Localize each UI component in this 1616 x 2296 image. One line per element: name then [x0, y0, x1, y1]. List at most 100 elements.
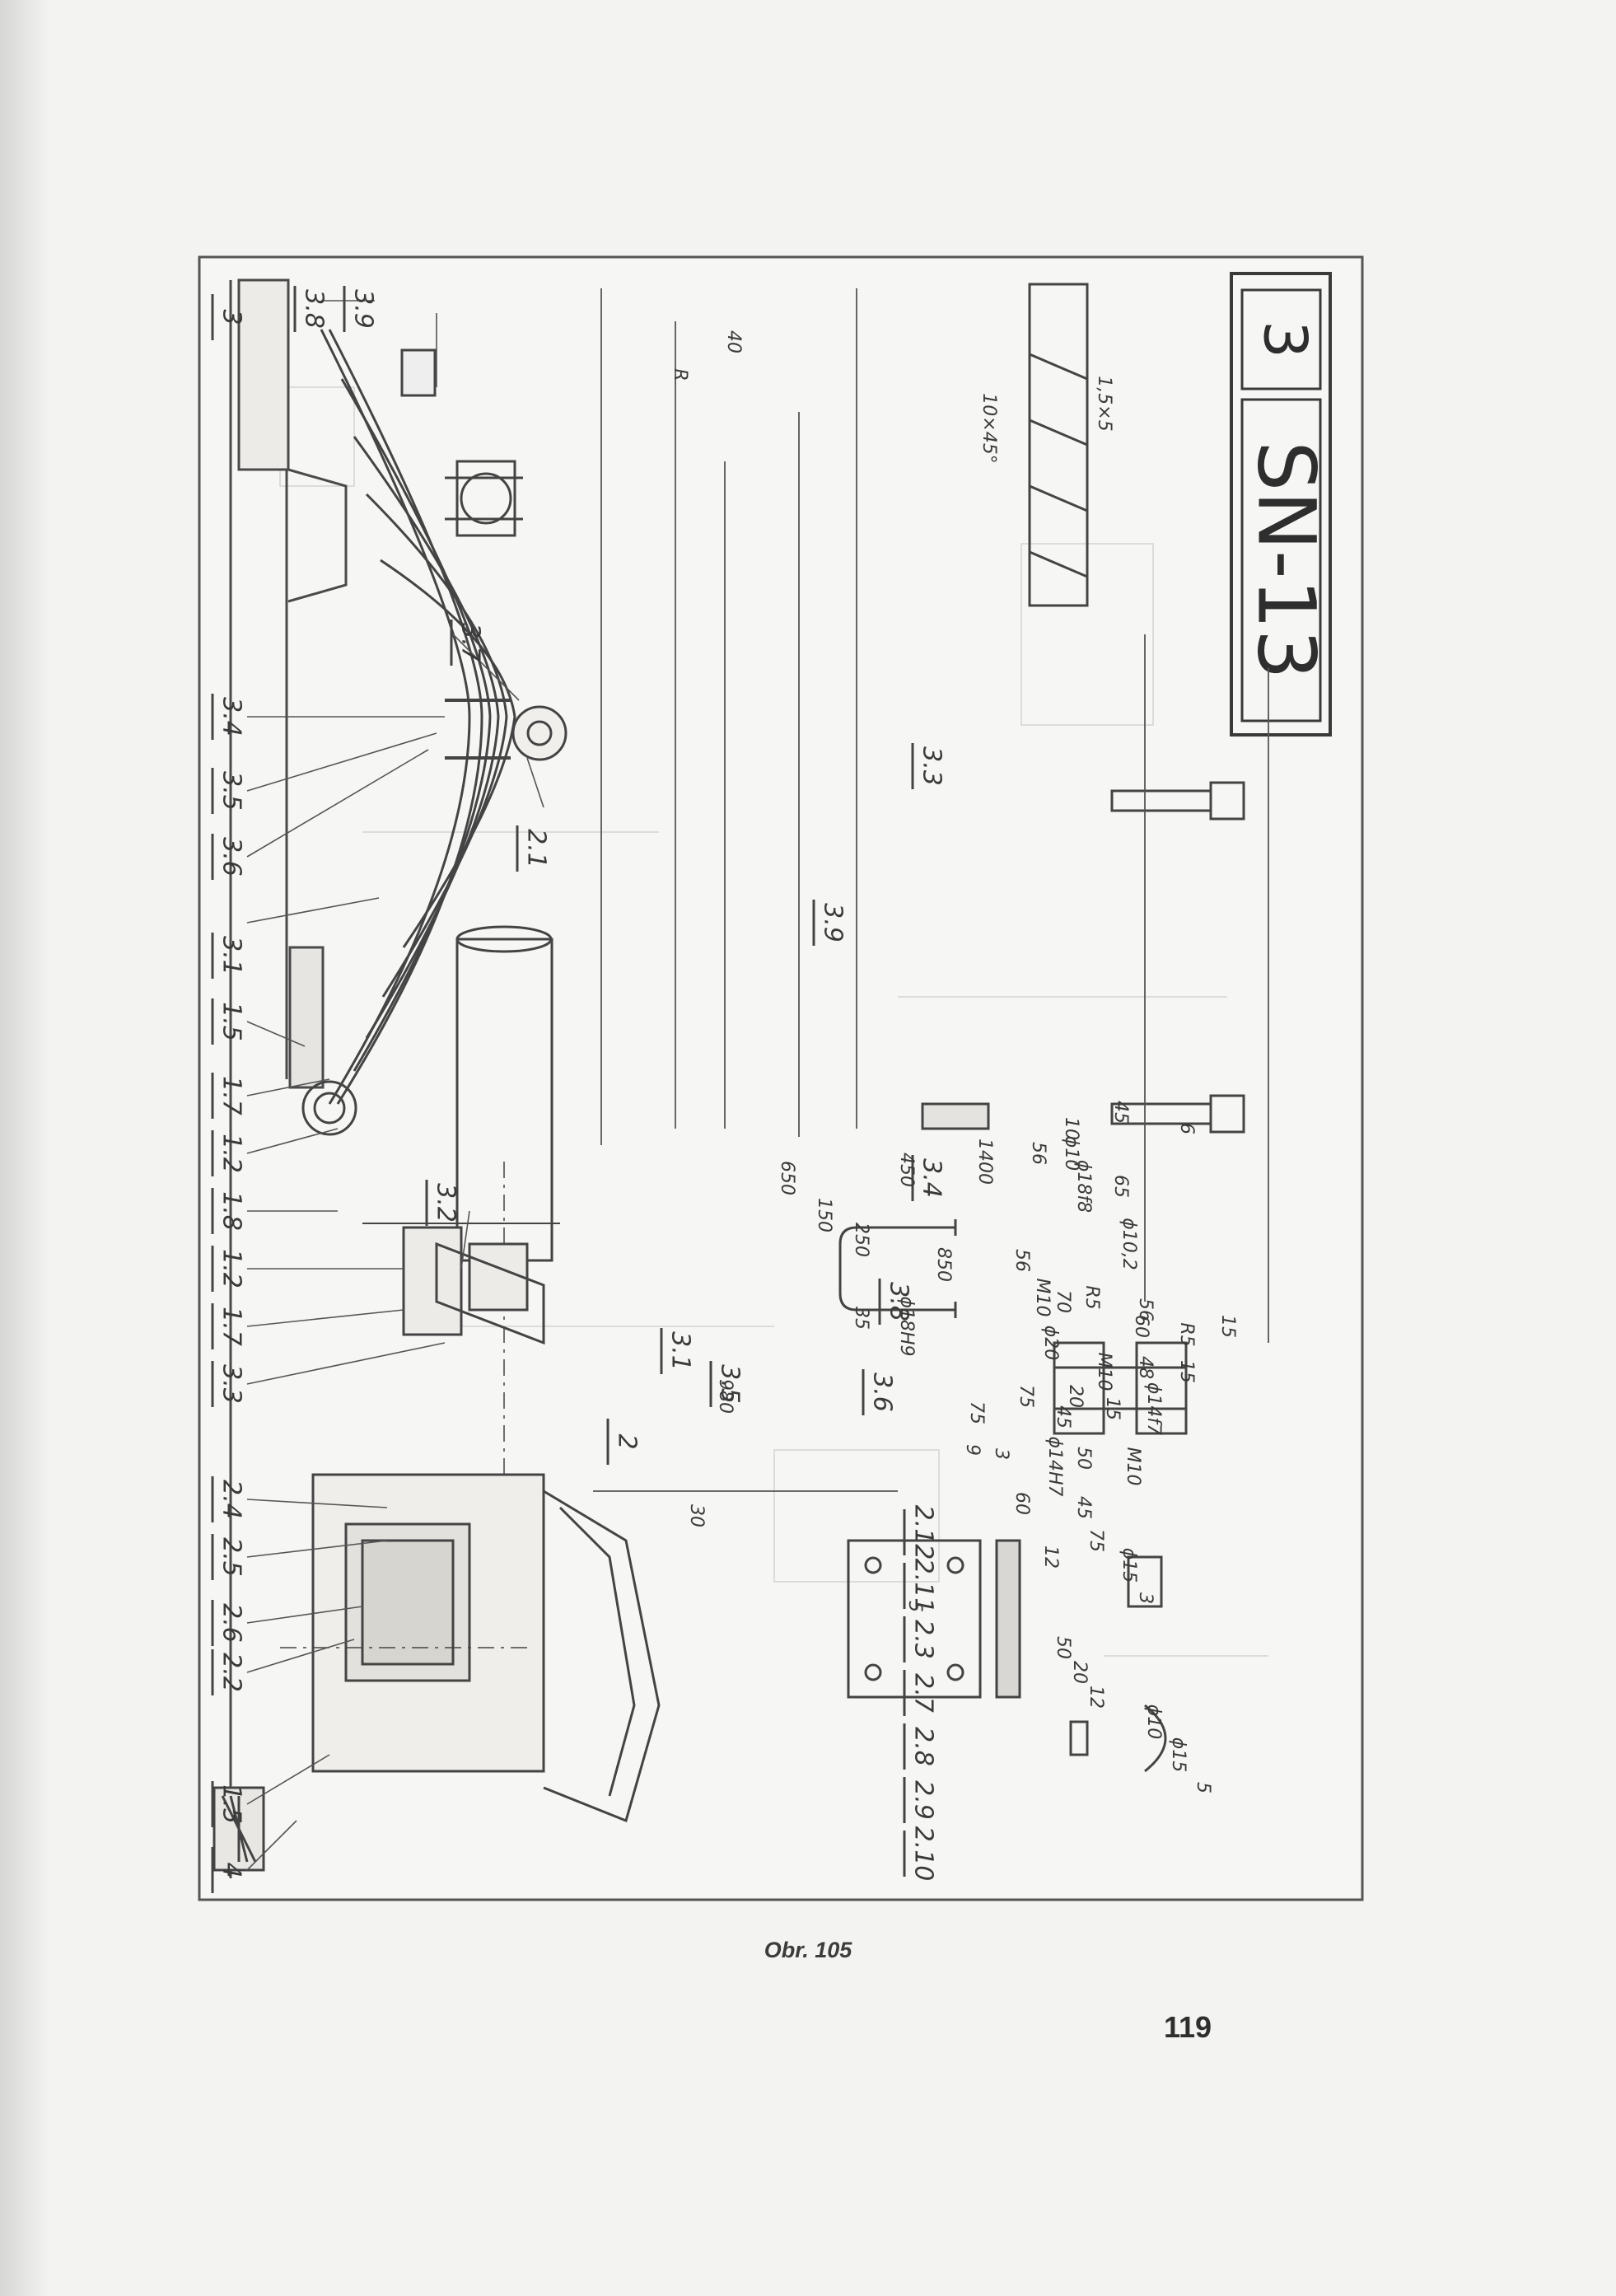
dimension-label: R — [670, 368, 690, 381]
dimension-label: 50 — [1053, 1636, 1073, 1659]
dimension-label: 12 — [1040, 1545, 1061, 1569]
dimension-label: 15 — [1176, 1360, 1197, 1383]
dimension-label: 980 — [715, 1379, 736, 1414]
dimension-label: 65 — [1110, 1175, 1131, 1198]
dimension-label: 12 — [1086, 1686, 1106, 1709]
dimension-label: 45 — [1073, 1496, 1094, 1519]
dimension-label: 56 — [1028, 1142, 1049, 1165]
dimension-label: 45 — [1110, 1101, 1131, 1124]
dimension-label: R5 — [1081, 1285, 1102, 1309]
dimension-label: 5 — [1193, 1782, 1213, 1793]
pin-bush — [921, 1102, 990, 1130]
dimension-label: R5 — [1176, 1322, 1197, 1346]
sheet-code: SN-13 — [1240, 441, 1333, 680]
part-callout: 2 — [613, 1433, 642, 1449]
dimension-label: 1400 — [974, 1139, 995, 1185]
part-callout: 2.4 — [217, 1480, 246, 1519]
part-callout: 2.7 — [909, 1673, 938, 1713]
chamfer-note: 10×45° — [978, 393, 999, 463]
part-callout: 3.6 — [217, 837, 246, 877]
dimension-label: 60 — [1011, 1492, 1032, 1515]
clamp-plate-top — [847, 1539, 982, 1699]
dimension-label: M10 — [1032, 1279, 1053, 1317]
sheet-number: 3 — [1250, 320, 1319, 358]
frame-rail — [229, 278, 348, 1878]
dimension-label: 75 — [1016, 1385, 1036, 1408]
part-callout: 3 — [217, 309, 246, 325]
dimension-label: 75 — [966, 1401, 987, 1424]
part-callout: 2.5 — [217, 1537, 246, 1577]
part-callout: 2.6 — [217, 1603, 246, 1643]
leaf-end-detail — [1028, 283, 1089, 607]
bolt-3-9 — [1110, 781, 1245, 821]
part-callout: 1.2 — [217, 1134, 246, 1173]
part-callout: 1.7 — [217, 1307, 246, 1346]
dimension-label: 70 — [1053, 1290, 1073, 1313]
title-block — [1230, 272, 1332, 736]
part-callout: 3.9 — [349, 289, 378, 329]
part-callout: 3.1 — [217, 936, 246, 975]
dimension-label: 3 — [991, 1448, 1011, 1460]
figure-caption: Obr. 105 — [764, 1938, 852, 1962]
dimension-label: 40 — [723, 330, 744, 353]
dimension-label: 56 — [1011, 1249, 1032, 1272]
leaf-spring-assembly — [301, 329, 516, 1136]
dimension-label: ɸ20 — [1040, 1326, 1061, 1361]
dimension-label: 20 — [1069, 1661, 1090, 1684]
dimension-label: 6 — [1176, 1123, 1197, 1134]
dimension-label: 9 — [962, 1444, 983, 1456]
part-callout: 3.4 — [918, 1158, 946, 1198]
dimension-label: 3 — [1135, 1592, 1156, 1604]
chamfer-note: 1,5×5 — [1094, 376, 1114, 431]
anchor-bracket — [213, 1786, 265, 1872]
part-callout: 2.2 — [217, 1653, 246, 1692]
leader-lines — [246, 300, 544, 1871]
dimension-label: ɸ10 — [1061, 1136, 1081, 1171]
part-callout: 2.9 — [909, 1780, 938, 1820]
dimension-label: 15 — [1102, 1397, 1123, 1420]
dimension-label: 20 — [1065, 1385, 1086, 1408]
dimension-label: ɸ10,2 — [1119, 1218, 1139, 1270]
part-callout: 2.3 — [909, 1620, 938, 1659]
dimension-label: 15 — [1217, 1315, 1238, 1338]
dimension-lines — [593, 288, 1269, 1492]
dimension-label: 56 — [1135, 1298, 1156, 1321]
hub-wheel-section — [280, 1473, 661, 1823]
part-callout: 3.8 — [300, 289, 329, 329]
part-callout: 1.2 — [217, 1249, 246, 1288]
rubber-buffer-3-6 — [1053, 1341, 1188, 1435]
part-callout: 2.11 — [909, 1559, 938, 1614]
dimension-label: 75 — [1086, 1529, 1106, 1552]
part-callouts-middle: 3.13.523.33.93.43.83.6 — [606, 743, 946, 1465]
part-callout: 3.6 — [868, 1372, 897, 1412]
dimension-label: 250 — [851, 1223, 871, 1257]
dimension-label: M10 — [1123, 1447, 1143, 1486]
part-callout: 1.5 — [217, 1002, 246, 1041]
dimension-label: 50 — [1073, 1447, 1094, 1470]
dimension-label: 450 — [896, 1153, 917, 1187]
part-callout: 3.1 — [666, 1331, 695, 1371]
part-callout: 2.8 — [909, 1727, 938, 1766]
dimension-label: 150 — [814, 1198, 834, 1232]
part-callout: 2.10 — [909, 1826, 938, 1882]
dimension-label: ɸ15 — [1119, 1548, 1139, 1583]
part-callouts-top: 41.52.22.62.52.43.31.71.21.81.21.71.53.1… — [211, 694, 246, 1893]
part-callout: 2.12 — [909, 1505, 938, 1560]
dimension-label: 30 — [686, 1504, 707, 1527]
clamp-plate-side — [995, 1539, 1021, 1699]
dimension-label: 5 — [904, 1601, 925, 1612]
part-callout: 3.8 — [885, 1282, 913, 1321]
dimension-label: ɸ15 — [1168, 1737, 1189, 1773]
part-callout: 4 — [217, 1862, 246, 1877]
part-callout: 1.8 — [217, 1191, 246, 1231]
dimension-label: 60 — [1131, 1315, 1151, 1338]
dimension-label: 48 — [1135, 1356, 1156, 1379]
part-callout: 3.3 — [918, 746, 946, 786]
page-edge-shadow — [0, 0, 49, 2296]
dimension-label: 850 — [933, 1247, 954, 1282]
part-callout: 3.7 — [456, 623, 485, 662]
part-callout: 1.7 — [217, 1076, 246, 1115]
dimension-label: ɸ10 — [1143, 1704, 1164, 1740]
part-callout: 1.5 — [217, 1784, 246, 1824]
